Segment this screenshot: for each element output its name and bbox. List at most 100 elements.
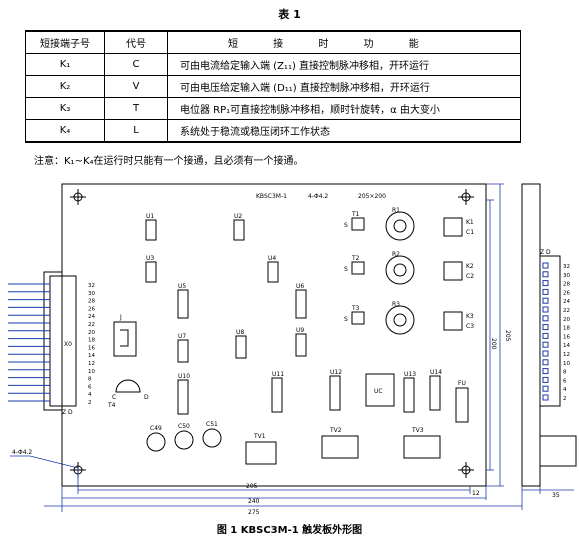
ic-chip	[271, 377, 283, 413]
table-row: K₃ T 电位器 RP₁可直接控制脉冲移相，顺时针旋转，α 由大变小	[25, 97, 521, 120]
hole-spec-text: 4-Φ4.2	[308, 193, 328, 200]
table-row: K₂ V 可由电压给定输入端 (D₁₁) 直接控制脉冲移相，开环运行	[25, 75, 521, 98]
dimension-lines	[44, 183, 574, 512]
side-pin-label: 8	[563, 370, 567, 376]
side-pin	[542, 368, 549, 375]
connector-pin-label: 2	[88, 400, 92, 406]
ic-label: U12	[330, 369, 342, 376]
ic-chip	[145, 261, 157, 283]
transformer-label: TV3	[411, 427, 424, 434]
capacitor-label: C50	[178, 423, 190, 430]
dim-205v-text: 205	[504, 330, 511, 342]
ic-chip	[295, 289, 307, 319]
side-pin	[542, 271, 549, 278]
side-pin-label: 2	[563, 396, 567, 402]
hole-callout-leader	[10, 455, 79, 469]
ic-chip	[145, 219, 157, 241]
side-pin	[542, 359, 549, 366]
ic-label: U5	[178, 283, 186, 290]
side-pin	[542, 385, 549, 392]
capacitor	[146, 432, 166, 452]
connector-pin-label: K3	[466, 313, 474, 320]
ic-chip	[233, 219, 245, 241]
ic-chip	[329, 375, 341, 411]
ic-label: U13	[404, 371, 416, 378]
connector-pin-label: 18	[88, 338, 95, 344]
dim-275-text: 275	[248, 509, 260, 516]
trim-pin-s: S	[344, 316, 348, 323]
jumper-block	[113, 321, 137, 357]
output-connector	[443, 217, 463, 237]
transformer	[321, 435, 359, 459]
side-pin	[542, 297, 549, 304]
ic-label: U6	[296, 283, 304, 290]
table-header-row: 短接端子号 代号 短 接 时 功 能	[25, 30, 521, 54]
side-pin	[542, 341, 549, 348]
capacitor-label: C51	[206, 421, 218, 428]
ic-chip	[235, 335, 247, 359]
dim-200-text: 200	[490, 338, 497, 350]
side-pin-label: 10	[563, 361, 570, 367]
side-pin	[542, 262, 549, 269]
ic-label: U9	[296, 327, 304, 334]
side-pin	[542, 376, 549, 383]
connector-pin-label: 6	[88, 384, 92, 390]
connector-bottom-text: Z D	[62, 409, 73, 416]
side-pin	[542, 288, 549, 295]
board-title-text: KBSC3M-1	[256, 193, 287, 200]
side-pin	[542, 324, 549, 331]
trim-resistor	[351, 261, 365, 275]
connector-pin-label: C2	[466, 273, 474, 280]
left-connector-block	[49, 275, 77, 407]
ic-label: U3	[146, 255, 154, 262]
side-pin-label: 30	[563, 273, 570, 279]
side-pin-label: 20	[563, 317, 570, 323]
connector-label-text: X0	[64, 341, 72, 348]
transformer	[403, 435, 441, 459]
jumper-label: J	[119, 314, 122, 321]
side-pin-label: 18	[563, 326, 570, 332]
trim-resistor	[351, 217, 365, 231]
ic-label: U4	[268, 255, 276, 262]
connector-pin-label: K2	[466, 263, 474, 270]
connector-pin-label: 26	[88, 306, 95, 312]
ic-chip	[267, 261, 279, 283]
left-connector-body	[43, 271, 63, 411]
connector-pin-label: 30	[88, 291, 95, 297]
transistor-pin-c: C	[112, 394, 116, 401]
output-connector	[443, 261, 463, 281]
side-pin-label: 24	[563, 299, 570, 305]
connector-pin-label: 16	[88, 345, 95, 351]
side-pin-label: 32	[563, 264, 570, 270]
connector-pin-label: C1	[466, 229, 474, 236]
connector-pin-label: 14	[88, 353, 95, 359]
trim-label: T1	[351, 211, 360, 218]
output-connector	[443, 311, 463, 331]
side-pin-label: 22	[563, 308, 570, 314]
note-text: 注意：K₁~K₄在运行时只能有一个接通，且必须有一个接通。	[34, 156, 304, 167]
pot-label: R1	[392, 207, 400, 214]
connector-pin-label: 22	[88, 322, 95, 328]
trim-label: T2	[351, 255, 360, 262]
cell-function: 电位器 RP₁可直接控制脉冲移相，顺时针旋转，α 由大变小	[167, 97, 521, 120]
ic-label: U1	[146, 213, 154, 220]
ic-label: U8	[236, 329, 244, 336]
table-row: K₄ L 系统处于稳流或稳压闭环工作状态	[25, 119, 521, 143]
table-title: 表 1	[278, 8, 301, 21]
side-pin-label: 12	[563, 352, 570, 358]
terminal-function-table: 短接端子号 代号 短 接 时 功 能 K₁ C 可由电流给定输入端 (Z₁₁) …	[25, 30, 521, 143]
side-pin-label: 28	[563, 282, 570, 288]
transformer-label: TV1	[253, 433, 266, 440]
connector-pin-label: 4	[88, 392, 92, 398]
potentiometer-knob	[393, 219, 407, 233]
side-pin	[542, 332, 549, 339]
dim-12-text: 12	[472, 490, 480, 497]
connector-pin-label: K1	[466, 219, 474, 226]
ic-label: U7	[178, 333, 186, 340]
potentiometer-knob	[393, 313, 407, 327]
uc-label: UC	[374, 388, 383, 395]
connector-pin-label: C3	[466, 323, 474, 330]
trim-pin-s: S	[344, 266, 348, 273]
dim-205-text: 205	[246, 483, 258, 490]
